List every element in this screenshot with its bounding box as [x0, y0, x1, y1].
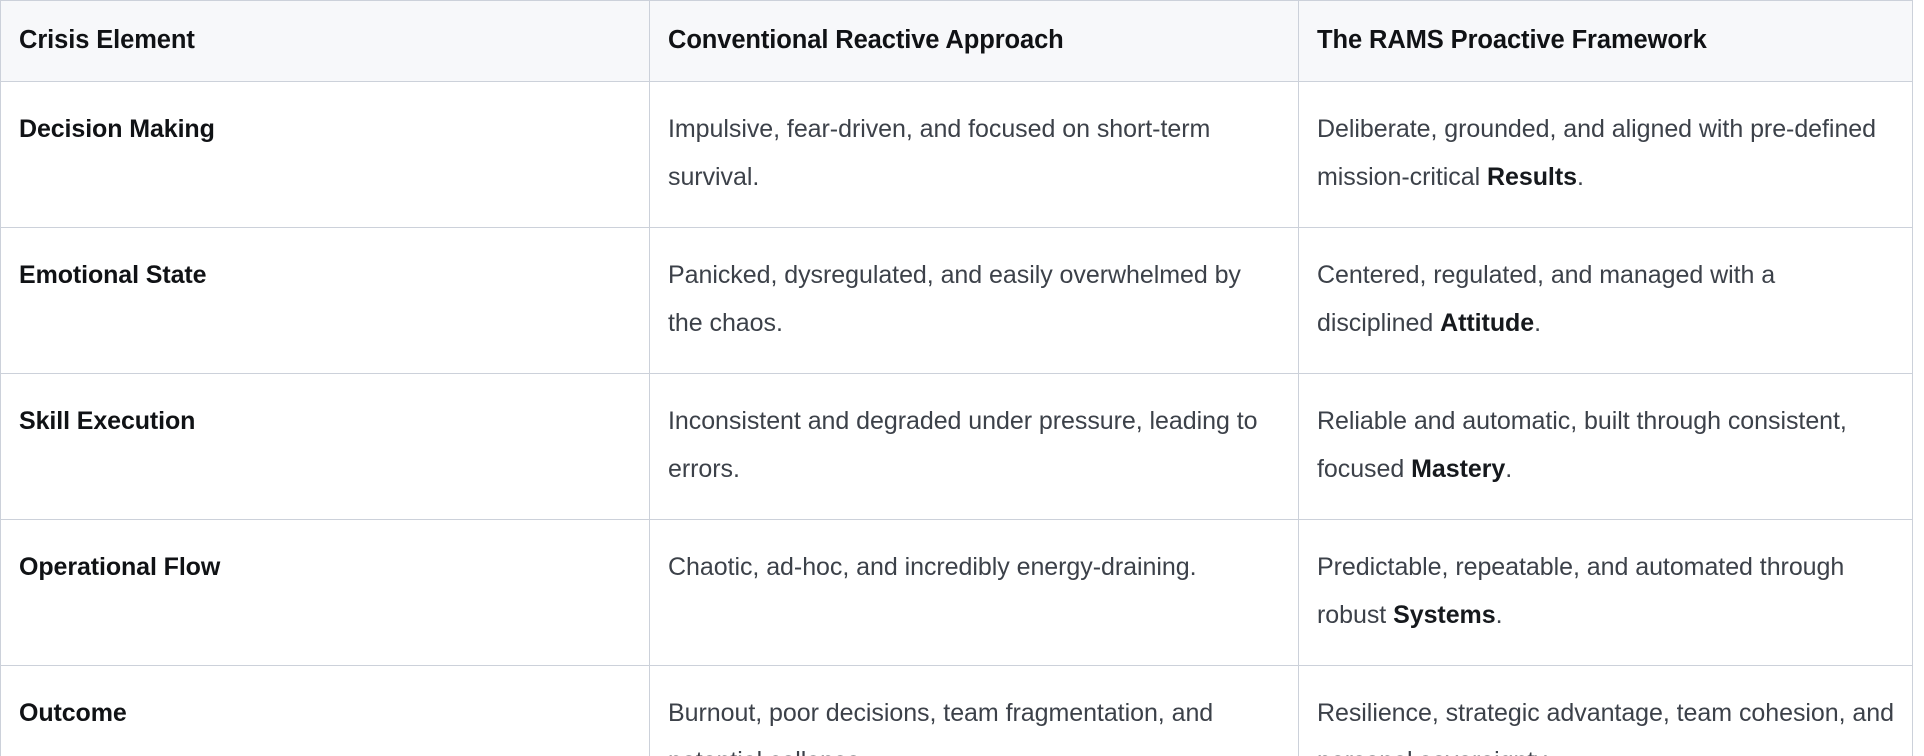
- column-header-conventional-reactive-approach: Conventional Reactive Approach: [649, 0, 1299, 82]
- cell-rams-framework: Deliberate, grounded, and aligned with p…: [1298, 81, 1913, 228]
- table-row: Decision Making Impulsive, fear-driven, …: [0, 81, 1913, 228]
- cell-crisis-element: Emotional State: [0, 227, 650, 374]
- column-header-crisis-element: Crisis Element: [0, 0, 650, 82]
- table-header: Crisis Element Conventional Reactive App…: [0, 0, 1913, 82]
- cell-reactive-approach: Impulsive, fear-driven, and focused on s…: [649, 81, 1299, 228]
- framework-keyword: Mastery: [1411, 455, 1506, 483]
- column-header-rams-proactive-framework: The RAMS Proactive Framework: [1298, 0, 1913, 82]
- cell-crisis-element: Operational Flow: [0, 519, 650, 666]
- framework-text-lead: Reliable and automatic, built through co…: [1317, 407, 1847, 483]
- framework-text-lead: Centered, regulated, and managed with a …: [1317, 261, 1776, 337]
- cell-rams-framework: Resilience, strategic advantage, team co…: [1298, 665, 1913, 756]
- cell-crisis-element: Outcome: [0, 665, 650, 756]
- cell-rams-framework: Reliable and automatic, built through co…: [1298, 373, 1913, 520]
- table-body: Decision Making Impulsive, fear-driven, …: [0, 81, 1913, 756]
- table-row: Operational Flow Chaotic, ad-hoc, and in…: [0, 519, 1913, 666]
- table-row: Skill Execution Inconsistent and degrade…: [0, 373, 1913, 520]
- cell-rams-framework: Predictable, repeatable, and automated t…: [1298, 519, 1913, 666]
- framework-text-tail: .: [1534, 309, 1542, 337]
- table-row: Outcome Burnout, poor decisions, team fr…: [0, 665, 1913, 756]
- cell-reactive-approach: Inconsistent and degraded under pressure…: [649, 373, 1299, 520]
- framework-keyword: Results: [1487, 163, 1577, 191]
- framework-text-lead: Resilience, strategic advantage, team co…: [1317, 699, 1894, 756]
- cell-crisis-element: Skill Execution: [0, 373, 650, 520]
- cell-reactive-approach: Panicked, dysregulated, and easily overw…: [649, 227, 1299, 374]
- table-header-row: Crisis Element Conventional Reactive App…: [0, 0, 1913, 82]
- framework-text-lead: Deliberate, grounded, and aligned with p…: [1317, 115, 1876, 191]
- framework-text-tail: .: [1505, 455, 1513, 483]
- framework-keyword: Systems: [1393, 601, 1496, 629]
- framework-keyword: Attitude: [1440, 309, 1535, 337]
- framework-text-tail: .: [1576, 163, 1584, 191]
- framework-text-tail: .: [1495, 601, 1503, 629]
- cell-rams-framework: Centered, regulated, and managed with a …: [1298, 227, 1913, 374]
- cell-reactive-approach: Burnout, poor decisions, team fragmentat…: [649, 665, 1299, 756]
- framework-text-lead: Predictable, repeatable, and automated t…: [1317, 553, 1845, 629]
- cell-reactive-approach: Chaotic, ad-hoc, and incredibly energy-d…: [649, 519, 1299, 666]
- table-row: Emotional State Panicked, dysregulated, …: [0, 227, 1913, 374]
- cell-crisis-element: Decision Making: [0, 81, 650, 228]
